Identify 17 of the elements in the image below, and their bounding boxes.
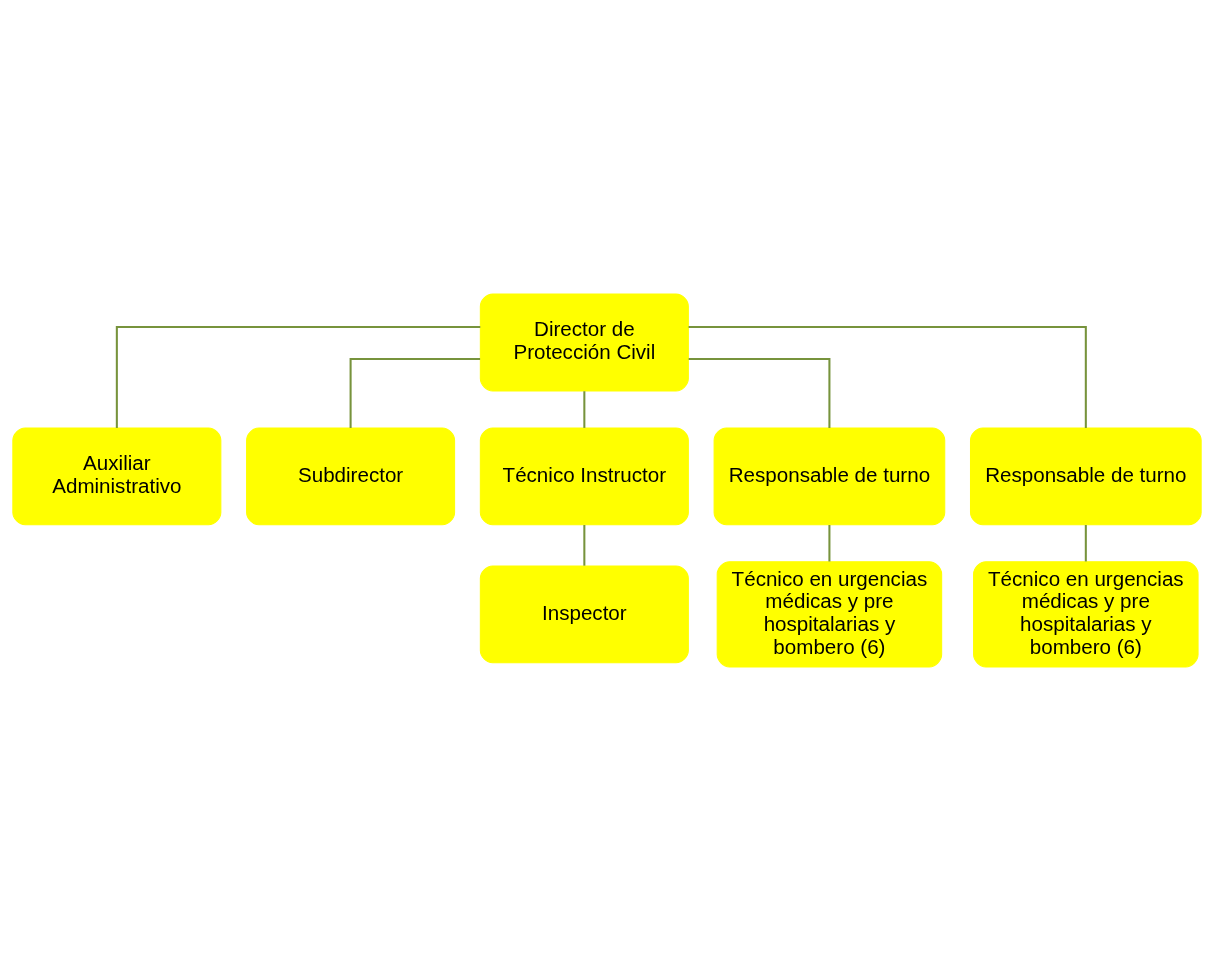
connector — [1084, 524, 1087, 561]
connector — [583, 524, 586, 566]
node-box: Inspector — [479, 564, 689, 663]
connector — [828, 524, 831, 561]
node-box: Responsable de turno — [969, 426, 1202, 525]
node-box: Director de Protección Civil — [479, 293, 689, 391]
node-box: Técnico en urgencias médicas y pre hospitalarias y bombero (6) — [973, 560, 1199, 667]
connector — [583, 390, 586, 428]
connector — [688, 325, 1087, 428]
node-box: Técnico Instructor — [479, 426, 689, 525]
connector — [688, 357, 831, 428]
node-box: Auxiliar Administrativo — [12, 426, 222, 525]
connector — [349, 357, 481, 428]
connector — [115, 325, 481, 428]
node-box: Técnico en urgencias médicas y pre hospitalarias y bombero (6) — [716, 560, 943, 667]
node-box: Subdirector — [246, 426, 456, 525]
node-box: Responsable de turno — [713, 426, 946, 525]
